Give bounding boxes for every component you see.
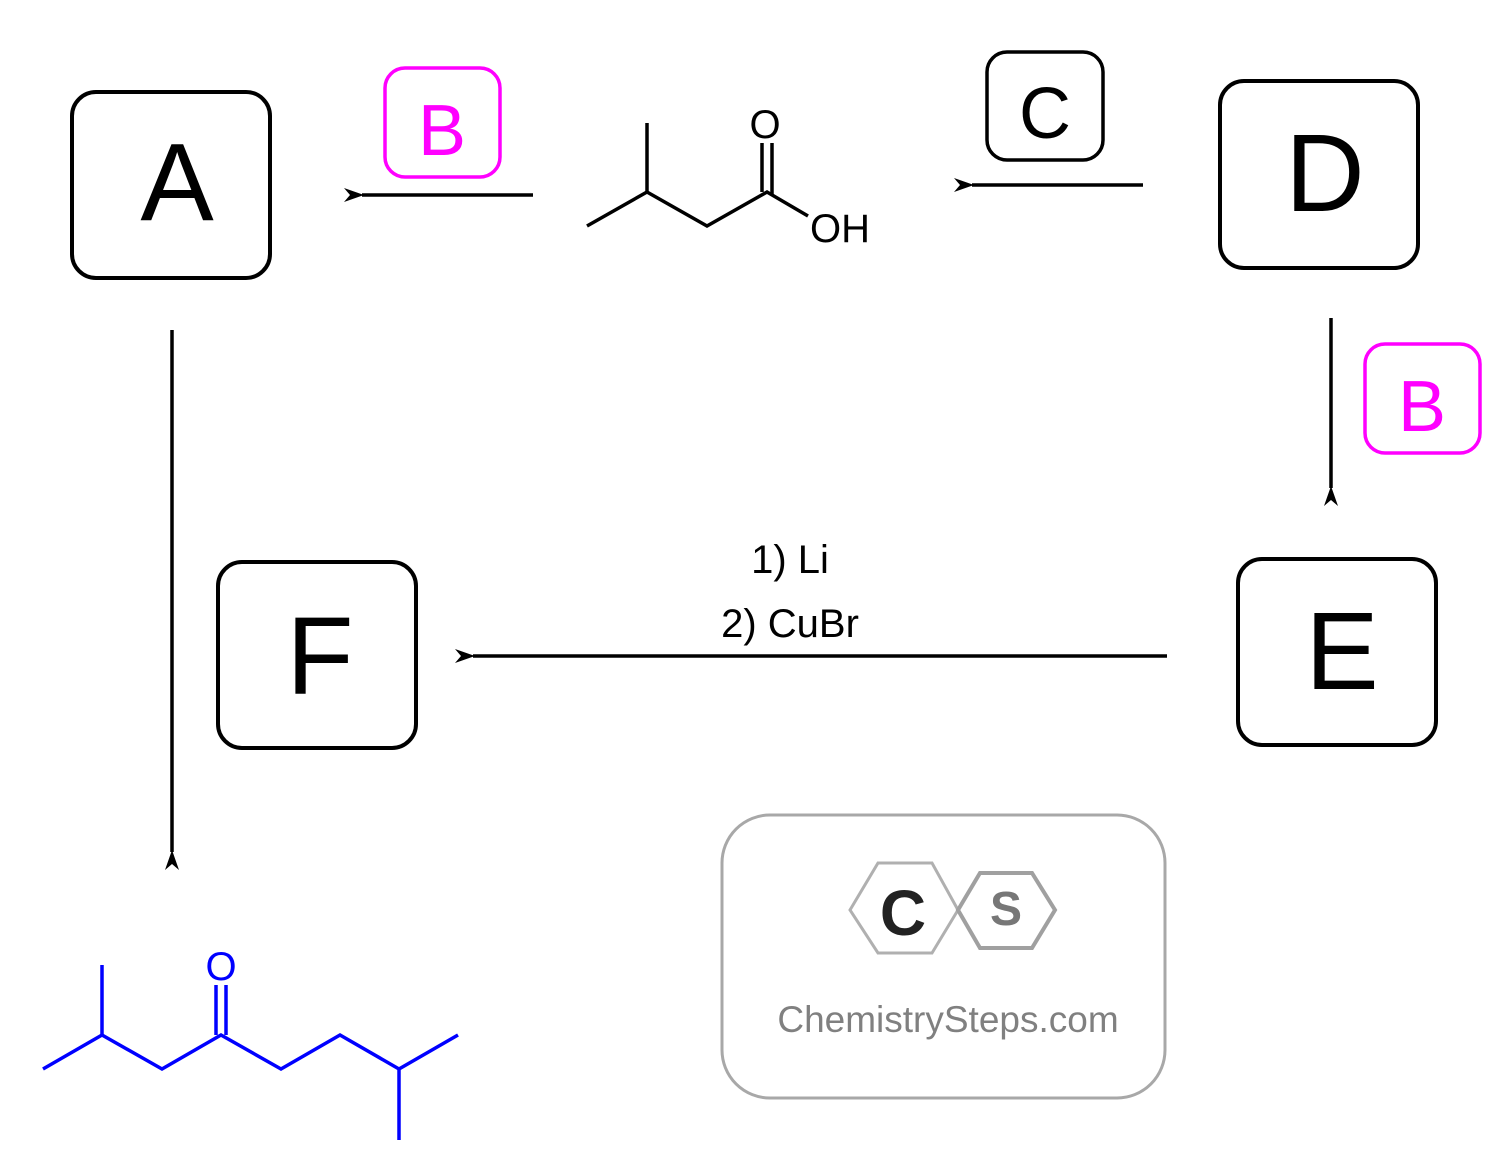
reagent-b-top-box — [383, 66, 502, 179]
compound-f-box — [216, 560, 418, 750]
svg-text:C: C — [880, 877, 926, 949]
product-ketone-structure — [42, 965, 459, 1140]
reagent-b-right-box — [1363, 342, 1482, 455]
li-step-label: 1) Li — [751, 538, 829, 582]
compound-f-label: F — [286, 595, 353, 718]
reagent-b-top-label: B — [418, 91, 466, 171]
compound-a-box — [70, 90, 272, 280]
reagent-b-right-label: B — [1398, 367, 1446, 447]
acid-oh-label: OH — [810, 207, 870, 251]
compound-d-box — [1218, 79, 1420, 270]
isovaleric-acid-structure — [586, 123, 809, 229]
logo-site-text: ChemistrySteps.com — [777, 999, 1118, 1040]
acid-oxygen-label: O — [749, 103, 780, 147]
chemistrysteps-logo: C S — [720, 813, 1167, 1100]
compound-d-label: D — [1285, 112, 1364, 235]
compound-e-box — [1236, 557, 1438, 747]
svg-text:S: S — [990, 883, 1022, 936]
hexagon-icon — [955, 871, 1058, 950]
compound-a-label: A — [140, 121, 214, 244]
product-oxygen-label: O — [205, 945, 236, 989]
reagent-c-label: C — [1019, 74, 1071, 154]
compound-e-label: E — [1305, 590, 1378, 713]
cubr-step-label: 2) CuBr — [721, 602, 859, 646]
reagent-c-box — [985, 50, 1105, 162]
